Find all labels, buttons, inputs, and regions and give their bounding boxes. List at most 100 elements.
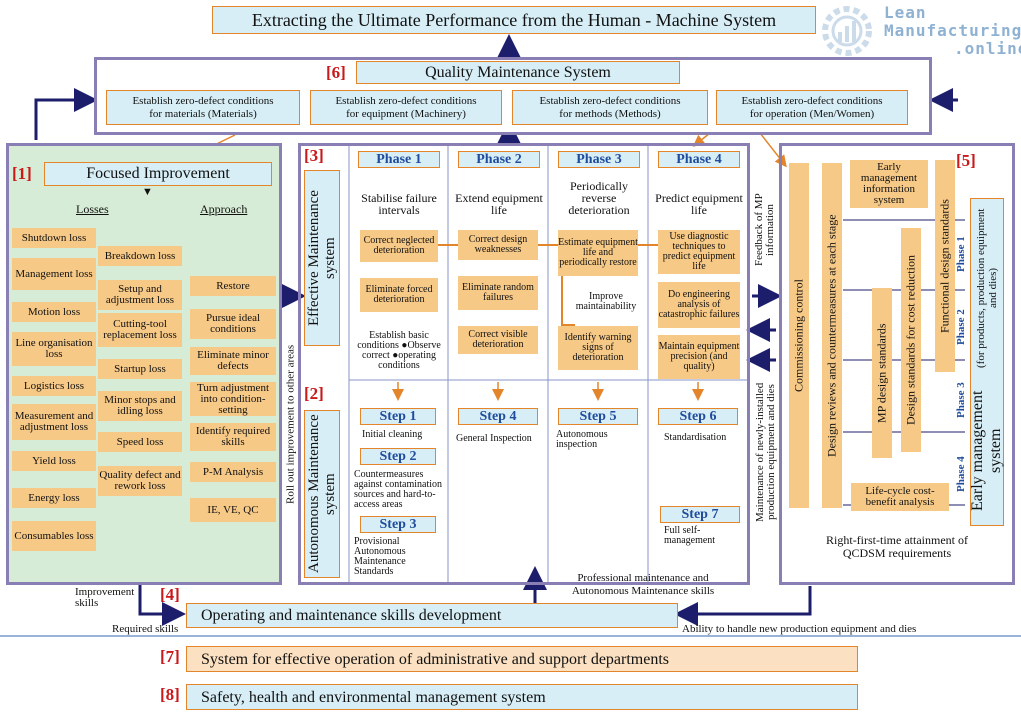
step-desc: Full self-management: [664, 525, 716, 546]
phase-box: Maintain equipment precision (and qualit…: [658, 335, 740, 379]
step-desc: Provisional Autonomous Maintenance Stand…: [354, 536, 406, 577]
am-number: [2]: [304, 384, 324, 403]
qm-item-line: Establish zero-defect conditions: [132, 94, 274, 107]
loss-item: Line organisation loss: [12, 332, 96, 366]
phase-header: Phase 3: [558, 151, 640, 168]
improvement-skills-label: Improvement skills: [75, 586, 135, 609]
loss-item: Breakdown loss: [98, 246, 182, 266]
logo-gear-icon: [822, 6, 872, 56]
qm-item-line: Establish zero-defect conditions: [335, 94, 477, 107]
loss-item: Energy loss: [12, 488, 96, 508]
loss-item: Startup loss: [98, 359, 182, 379]
phase-desc: Stabilise failure intervals: [361, 191, 437, 217]
emg-phase-label: Phase 4: [955, 456, 967, 492]
step-desc: General Inspection: [456, 433, 532, 444]
qm-item-line: Establish zero-defect conditions: [539, 94, 681, 107]
design-reviews: Design reviews and countermeasures at ea…: [822, 163, 842, 508]
logo-line3: .online: [954, 39, 1021, 58]
required-skills-label: Required skills: [112, 623, 179, 635]
early-management-system-sub: (for products, production equipment and …: [975, 208, 999, 368]
step-desc: Autonomous inspection: [556, 429, 608, 450]
phase-header: Phase 1: [358, 151, 440, 168]
main-title: Extracting the Ultimate Performance from…: [212, 6, 816, 34]
fi-losses-header: Losses: [76, 202, 109, 216]
qm-item-line: Establish zero-defect conditions: [741, 94, 883, 107]
approach-item: Turn adjustment into condition-setting: [190, 382, 276, 416]
commissioning-control: Commissioning control: [789, 163, 809, 508]
fi-approach-header: Approach: [200, 202, 248, 216]
maintenance-panel: [298, 143, 750, 585]
ability-label: Ability to handle new production equipme…: [682, 623, 917, 635]
phase-desc: Periodically reverse deterioration: [568, 179, 630, 217]
step-header: Step 1: [360, 408, 436, 425]
fi-number: [1]: [12, 164, 32, 183]
safety-title: Safety, health and environmental managem…: [186, 684, 858, 710]
emg-phase-label: Phase 1: [955, 236, 967, 272]
qm-item-line: for materials (Materials): [149, 107, 257, 120]
phase-box: Identify warning signs of deterioration: [558, 326, 638, 370]
right-first-time: Right-first-time attainment of QCDSM req…: [786, 532, 1008, 562]
emg-phase-label: Phase 2: [955, 309, 967, 345]
loss-item: Motion loss: [12, 302, 96, 322]
phase-box: Use diagnostic techniques to predict equ…: [658, 230, 740, 274]
phase-desc: Extend equipment life: [455, 191, 543, 217]
approach-item: IE, VE, QC: [190, 498, 276, 522]
step-header: Step 7: [660, 506, 740, 523]
loss-item: Measurement and adjustment loss: [12, 404, 96, 440]
safety-number: [8]: [160, 685, 180, 704]
early-management-system: Early management system (for products, p…: [969, 198, 1004, 526]
admin-title: System for effective operation of admini…: [186, 646, 858, 672]
loss-item: Speed loss: [98, 432, 182, 452]
phase3-note: Improve maintainability: [575, 291, 637, 312]
qm-item-line: for methods (Methods): [559, 107, 661, 120]
maintenance-new-label: Maintenance of newly-installed productio…: [754, 382, 777, 522]
logo-line2: Manufacturing: [884, 21, 1021, 40]
admin-number: [7]: [160, 647, 180, 666]
loss-item: Consumables loss: [12, 521, 96, 551]
qm-title: Quality Maintenance System: [356, 61, 680, 84]
approach-item: Identify required skills: [190, 423, 276, 451]
em-label: Effective Maintenance system: [304, 170, 340, 346]
step-header: Step 5: [558, 408, 638, 425]
approach-item: Eliminate minor defects: [190, 347, 276, 375]
qm-item-line: for equipment (Machinery): [346, 107, 466, 120]
qm-item-materials: Establish zero-defect conditions for mat…: [106, 90, 300, 125]
fi-title: Focused Improvement: [44, 162, 272, 186]
phase-box: Correct neglected deterioration: [360, 230, 438, 262]
loss-item: Setup and adjustment loss: [98, 280, 182, 310]
professional-skills-line: Autonomous Maintenance skills: [571, 585, 715, 597]
skills-title: Operating and maintenance skills develop…: [186, 603, 678, 628]
qm-item-operation: Establish zero-defect conditions for ope…: [716, 90, 908, 125]
loss-item: Quality defect and rework loss: [98, 466, 182, 496]
qm-item-line: for operation (Men/Women): [749, 107, 875, 120]
logo: Lean Manufacturing .online: [818, 2, 1021, 62]
skills-number: [4]: [160, 585, 180, 604]
rft-line: Right-first-time attainment of: [826, 533, 968, 547]
mp-design-standards: MP design standards: [872, 288, 892, 458]
approach-item: Restore: [190, 276, 276, 296]
step-desc: Countermeasures against contamination so…: [354, 469, 443, 510]
qm-number: [6]: [326, 63, 346, 82]
step-header: Step 4: [458, 408, 538, 425]
step-header: Step 2: [360, 448, 436, 465]
lifecycle-analysis: Life-cycle cost-benefit analysis: [851, 483, 949, 511]
qm-item-equipment: Establish zero-defect conditions for equ…: [310, 90, 502, 125]
loss-item: Logistics loss: [12, 376, 96, 396]
phase-box: Do engineering analysis of catastrophic …: [658, 282, 740, 328]
early-management-panel: [779, 143, 1015, 585]
phase-desc: Predict equipment life: [655, 191, 743, 217]
step-desc: Standardisation: [664, 432, 727, 443]
phase-header: Phase 2: [458, 151, 540, 168]
emg-number: [5]: [956, 151, 976, 170]
loss-item: Minor stops and idling loss: [98, 391, 182, 421]
early-info-system: Early management information system: [850, 160, 928, 208]
rollout-label: Roll out improvement to other areas: [284, 344, 297, 504]
phase-box: Eliminate random failures: [458, 276, 538, 310]
em-number: [3]: [304, 146, 324, 165]
am-label: Autonomous Maintenance system: [304, 410, 340, 578]
phase-box: Correct visible deterioration: [458, 326, 538, 354]
logo-line1: Lean: [884, 3, 927, 22]
step-header: Step 6: [658, 408, 738, 425]
fi-down-arrow: ▼: [142, 186, 153, 198]
approach-item: Pursue ideal conditions: [190, 309, 276, 339]
